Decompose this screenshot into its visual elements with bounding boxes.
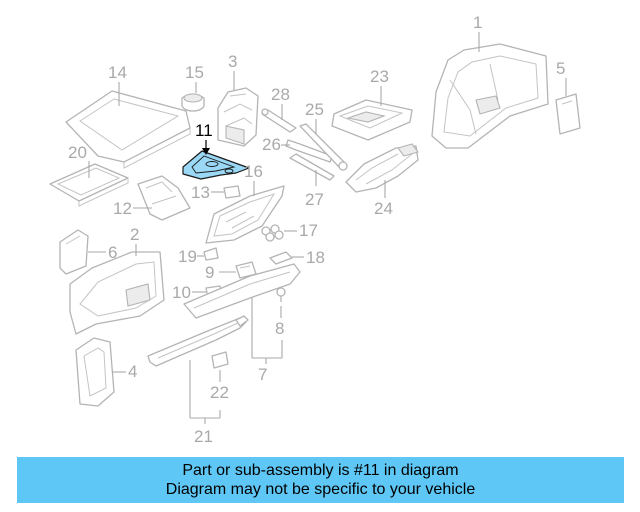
- callout-8: 8: [275, 319, 284, 338]
- part-13-clip: 13: [191, 183, 241, 202]
- part-3-bracket: 3: [217, 52, 259, 147]
- callout-15: 15: [185, 63, 204, 82]
- part-12-panel: 12: [113, 175, 191, 221]
- part-2-lower-trim: 2: [69, 225, 165, 335]
- callout-23: 23: [370, 67, 389, 86]
- callout-21: 21: [194, 427, 213, 446]
- callout-13: 13: [191, 183, 210, 202]
- part-17-clips: 17: [261, 221, 318, 242]
- part-16-trim-panel: 16: [205, 162, 285, 244]
- part-27-extension: 27: [289, 153, 335, 209]
- part-14-cargo-mat: 14: [65, 63, 191, 169]
- callout-20: 20: [68, 143, 87, 162]
- part-25-jack-handle: 25: [299, 100, 348, 171]
- part-15-cap: 15: [181, 63, 205, 112]
- callout-12: 12: [113, 199, 132, 218]
- callout-17: 17: [299, 221, 318, 240]
- callout-3: 3: [228, 52, 237, 71]
- part-18-clip: 18: [269, 248, 325, 267]
- part-6-panel: 6: [59, 229, 117, 275]
- part-26-wrench: 26: [262, 135, 333, 163]
- part-20-floor-mat: 20: [49, 143, 129, 207]
- callout-14: 14: [108, 63, 127, 82]
- part-22-end-cap: 22: [210, 351, 229, 402]
- banner-line-disclaimer: Diagram may not be specific to your vehi…: [165, 481, 476, 498]
- part-1-quarter-panel: 1: [431, 13, 549, 149]
- callout-5: 5: [556, 59, 565, 78]
- banner-line-part: Part or sub-assembly is #11 in diagram: [182, 462, 459, 479]
- callout-6: 6: [108, 243, 117, 262]
- callout-18: 18: [306, 248, 325, 267]
- callout-16: 16: [244, 162, 263, 181]
- part-8-push-clip: 8: [275, 287, 286, 338]
- callout-9: 9: [205, 263, 214, 282]
- callout-27: 27: [305, 190, 324, 209]
- callout-24: 24: [374, 199, 393, 218]
- callout-4: 4: [128, 362, 137, 381]
- part-5-cover: 5: [555, 59, 581, 135]
- callout-2: 2: [130, 225, 139, 244]
- part-7-sill-trim: 7: [183, 263, 301, 384]
- part-24-jack: 24: [345, 143, 419, 218]
- part-21-cargo-cover: 21: [147, 315, 249, 446]
- callout-11: 11: [195, 121, 213, 140]
- callout-7: 7: [258, 365, 267, 384]
- part-4-bin: 4: [75, 337, 137, 407]
- callout-28: 28: [271, 85, 290, 104]
- info-banner: Part or sub-assembly is #11 in diagram D…: [17, 457, 624, 503]
- callout-26: 26: [262, 135, 281, 154]
- part-19-clip: 19: [178, 247, 219, 266]
- part-23-tray: 23: [331, 67, 413, 141]
- callout-19: 19: [178, 247, 197, 266]
- callout-1: 1: [473, 13, 482, 32]
- callout-22: 22: [210, 383, 229, 402]
- callout-25: 25: [305, 100, 324, 119]
- callout-10: 10: [172, 283, 191, 302]
- parts-diagram: 14 20 15 3 11 12: [49, 13, 581, 446]
- part-11-highlighted: 11: [182, 121, 250, 180]
- part-28-bolt: 28: [261, 85, 297, 133]
